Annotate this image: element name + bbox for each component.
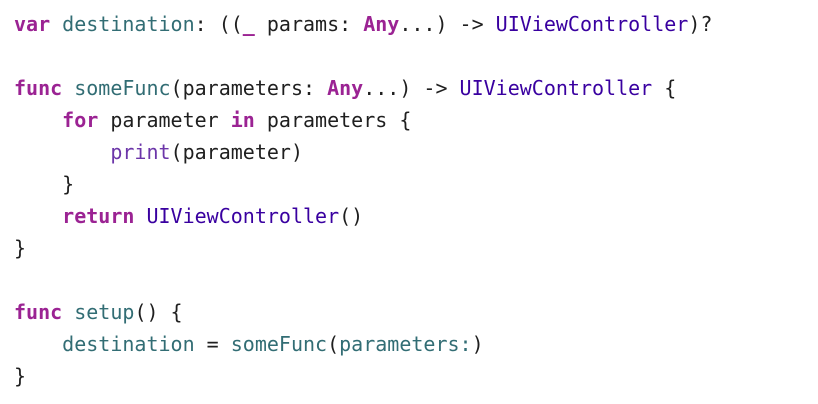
plain-token: ( bbox=[327, 332, 340, 356]
code-line bbox=[14, 40, 712, 72]
identifier-token: someFunc bbox=[230, 332, 328, 356]
plain-token: ...) -> bbox=[399, 12, 496, 36]
identifier-token: destination bbox=[62, 332, 195, 356]
code-line bbox=[14, 264, 712, 296]
plain-token: ...) -> bbox=[363, 76, 460, 100]
plain-token: parameters { bbox=[254, 108, 412, 132]
plain-token: params: bbox=[254, 12, 364, 36]
code-line: return UIViewController() bbox=[14, 200, 712, 232]
keyword-token: _ bbox=[242, 12, 255, 36]
code-line: var destination: ((_ params: Any...) -> … bbox=[14, 8, 712, 40]
plain-token bbox=[62, 76, 74, 100]
code-line: } bbox=[14, 168, 712, 200]
code-block[interactable]: var destination: ((_ params: Any...) -> … bbox=[14, 8, 712, 392]
keyword-token: for bbox=[62, 108, 99, 132]
code-line: destination = someFunc(parameters:) bbox=[14, 328, 712, 360]
code-line: } bbox=[14, 232, 712, 264]
plain-token bbox=[14, 332, 62, 356]
keyword-token: Any bbox=[327, 76, 364, 100]
plain-token: } bbox=[14, 236, 27, 260]
code-line: } bbox=[14, 360, 712, 392]
plain-token: parameter bbox=[98, 108, 231, 132]
code-line: for parameter in parameters { bbox=[14, 104, 712, 136]
code-line: print(parameter) bbox=[14, 136, 712, 168]
keyword-token: var bbox=[14, 12, 51, 36]
keyword-token: in bbox=[230, 108, 255, 132]
plain-token bbox=[50, 12, 62, 36]
plain-token: (parameters: bbox=[170, 76, 328, 100]
identifier-token: destination bbox=[62, 12, 195, 36]
identifier-token: someFunc bbox=[74, 76, 171, 100]
plain-token bbox=[62, 300, 74, 324]
keyword-token: func bbox=[14, 76, 63, 100]
plain-token: () bbox=[339, 204, 364, 228]
function-token: print bbox=[110, 140, 171, 164]
code-line: func setup() { bbox=[14, 296, 712, 328]
plain-token: ) bbox=[471, 332, 484, 356]
plain-token: = bbox=[194, 332, 231, 356]
identifier-token: setup bbox=[74, 300, 135, 324]
plain-token bbox=[14, 108, 62, 132]
keyword-token: Any bbox=[363, 12, 400, 36]
plain-token: : (( bbox=[194, 12, 243, 36]
identifier-token: parameters: bbox=[339, 332, 472, 356]
plain-token: } bbox=[14, 364, 27, 388]
plain-token bbox=[14, 204, 62, 228]
plain-token bbox=[14, 140, 110, 164]
type-token: UIViewController bbox=[459, 76, 653, 100]
plain-token: { bbox=[652, 76, 677, 100]
plain-token: () { bbox=[134, 300, 183, 324]
plain-token bbox=[134, 204, 146, 228]
code-line: func someFunc(parameters: Any...) -> UIV… bbox=[14, 72, 712, 104]
keyword-token: func bbox=[14, 300, 63, 324]
plain-token: } bbox=[14, 172, 75, 196]
type-token: UIViewController bbox=[146, 204, 340, 228]
plain-token: (parameter) bbox=[170, 140, 303, 164]
type-token: UIViewController bbox=[495, 12, 689, 36]
plain-token: )? bbox=[688, 12, 713, 36]
keyword-token: return bbox=[62, 204, 135, 228]
